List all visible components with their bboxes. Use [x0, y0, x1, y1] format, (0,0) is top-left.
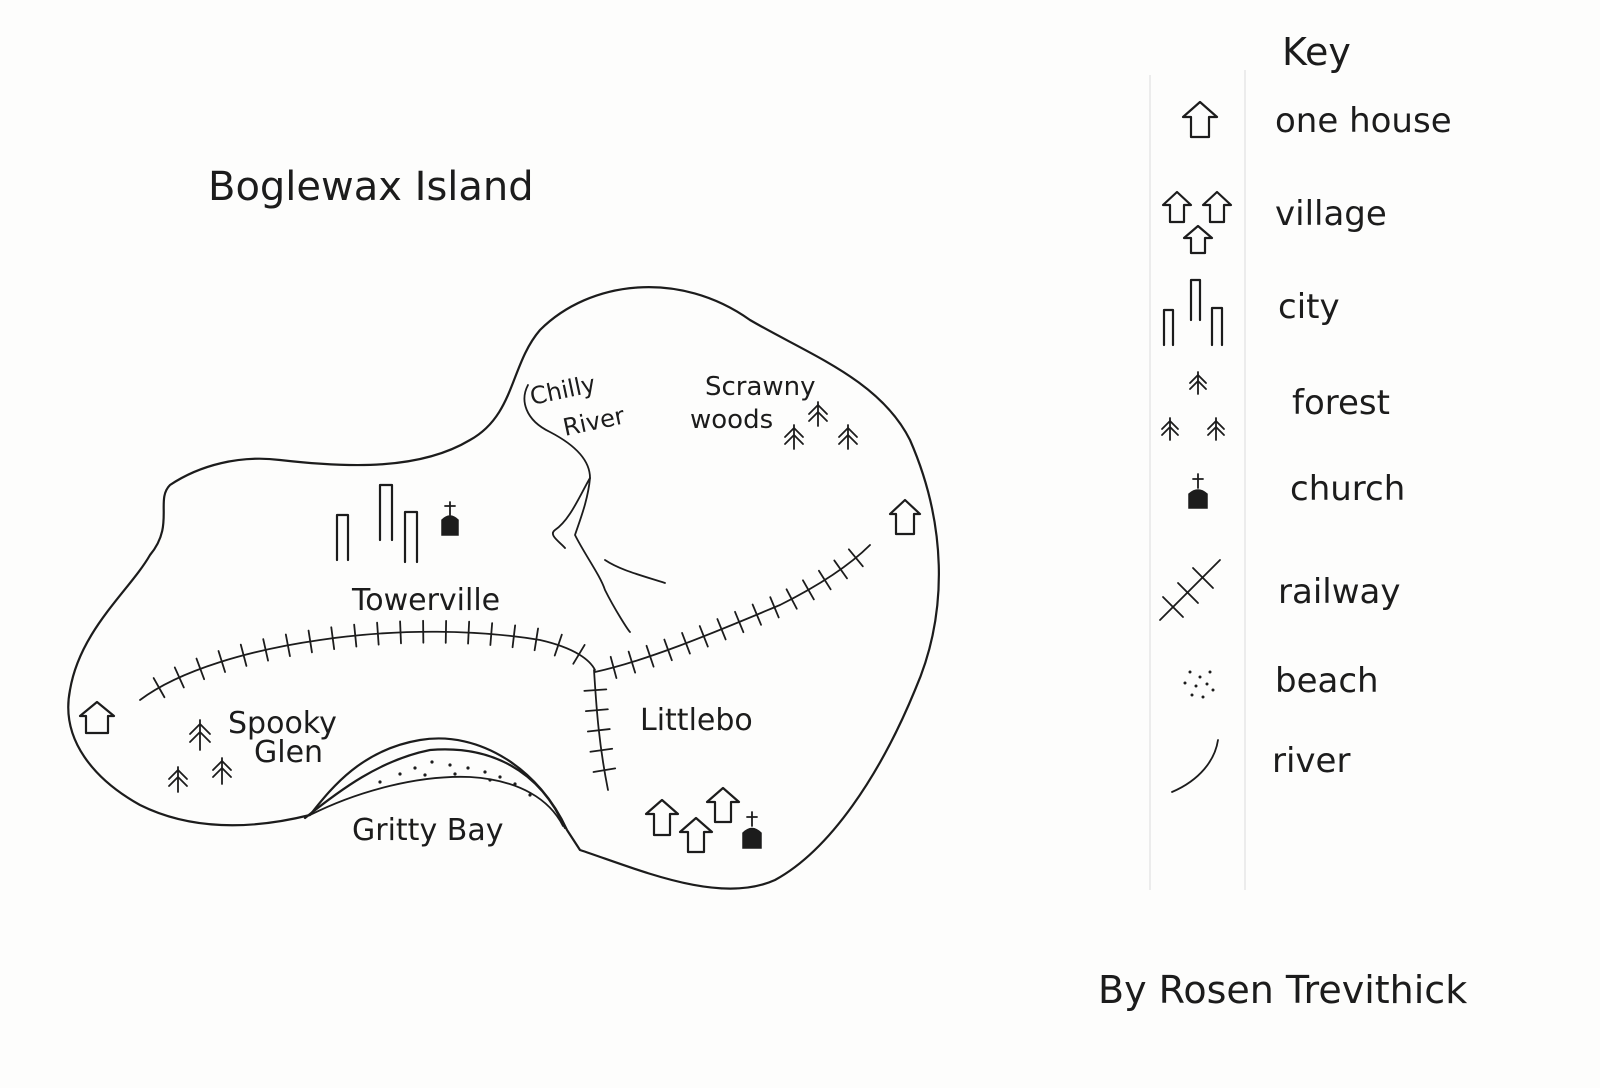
key-label-beach: beach: [1275, 661, 1379, 701]
beach-dots: [378, 760, 532, 797]
railway-tie: [818, 569, 832, 591]
church-icon: [742, 811, 762, 849]
railway-tie: [572, 644, 586, 665]
railway-tie: [489, 622, 494, 646]
railway-tie: [586, 728, 611, 733]
railway-tie: [785, 588, 798, 610]
railway-tie: [627, 650, 637, 674]
railway-tie: [553, 633, 563, 657]
railway-tie: [533, 627, 539, 652]
house-icon: [888, 498, 922, 536]
railway-tie: [376, 621, 380, 646]
railway-tie: [769, 596, 780, 619]
railway-tie: [152, 677, 166, 699]
forest-spooky-glen: [168, 719, 232, 793]
key-label-forest: forest: [1292, 383, 1390, 423]
city-icon: [1162, 278, 1224, 347]
house-icon: [1181, 100, 1219, 139]
railway-tie: [592, 767, 617, 773]
label-river: River: [560, 402, 627, 442]
beach-icon: [1183, 670, 1215, 699]
railway-south: [593, 669, 609, 791]
railway-tie: [195, 657, 206, 681]
label-chilly: Chilly: [527, 370, 598, 411]
island-outline: [67, 286, 940, 890]
forest-icon: [1161, 371, 1225, 441]
railway-icon: [1159, 559, 1221, 621]
house-icon: [78, 700, 116, 735]
railway-tie: [681, 632, 691, 655]
author-credit: By Rosen Trevithick: [1098, 968, 1467, 1012]
village-icon: [1161, 190, 1233, 255]
key-label-church: church: [1290, 469, 1405, 509]
railway-ties: [152, 548, 864, 773]
railway-tie: [609, 655, 618, 679]
railway-tie: [262, 638, 269, 662]
railway-tie: [663, 638, 673, 662]
railway-tie: [589, 747, 614, 753]
label-spooky: Spooky: [228, 706, 337, 741]
river-branch-west: [552, 477, 591, 549]
forest-scrawny-woods: [784, 401, 858, 450]
railway-tie: [645, 644, 655, 668]
railway-tie: [330, 626, 336, 651]
railway-tie: [698, 625, 709, 648]
church-icon: [1188, 473, 1208, 509]
key-heading: Key: [1282, 30, 1351, 74]
key-label-village: village: [1275, 194, 1387, 234]
railway-tie: [467, 620, 471, 645]
city-towerville: [335, 483, 419, 564]
river-icon: [1171, 739, 1219, 793]
railway-tie: [716, 618, 727, 641]
railway-tie: [734, 610, 745, 634]
railway-tie: [173, 666, 185, 689]
label-glen: Glen: [254, 735, 323, 770]
key-label-city: city: [1278, 287, 1340, 327]
label-scrawny: Scrawny: [705, 372, 816, 402]
river-main: [523, 384, 631, 633]
river-branch-east: [604, 559, 666, 584]
label-towerville: Towerville: [351, 583, 500, 618]
label-woods: woods: [690, 405, 773, 435]
railway-tie: [583, 688, 608, 692]
beach-inner-edge: [309, 775, 564, 827]
railway-tie: [217, 650, 226, 673]
railway-tie: [399, 620, 402, 645]
railway-tie: [307, 629, 313, 654]
key-label-railway: railway: [1278, 572, 1400, 612]
beach-outer-edge: [303, 748, 567, 830]
label-littlebo: Littlebo: [640, 703, 753, 738]
railway-tie: [353, 623, 358, 648]
railway-tie: [847, 548, 864, 568]
railway-tie: [751, 603, 762, 626]
railway-tie: [284, 633, 291, 658]
key-label-one-house: one house: [1275, 101, 1452, 141]
railway-west: [139, 630, 596, 701]
church-icon: [441, 501, 459, 536]
railway-tie: [511, 624, 517, 649]
map-title: Boglewax Island: [208, 164, 534, 210]
railway-east: [594, 544, 871, 673]
railway-tie: [585, 708, 609, 713]
railway-tie: [802, 579, 815, 601]
village-littlebo: [644, 786, 741, 854]
key-label-river: river: [1272, 741, 1350, 781]
railway-tie: [833, 559, 848, 580]
label-gritty-bay: Gritty Bay: [352, 813, 503, 848]
railway-tie: [239, 643, 248, 667]
